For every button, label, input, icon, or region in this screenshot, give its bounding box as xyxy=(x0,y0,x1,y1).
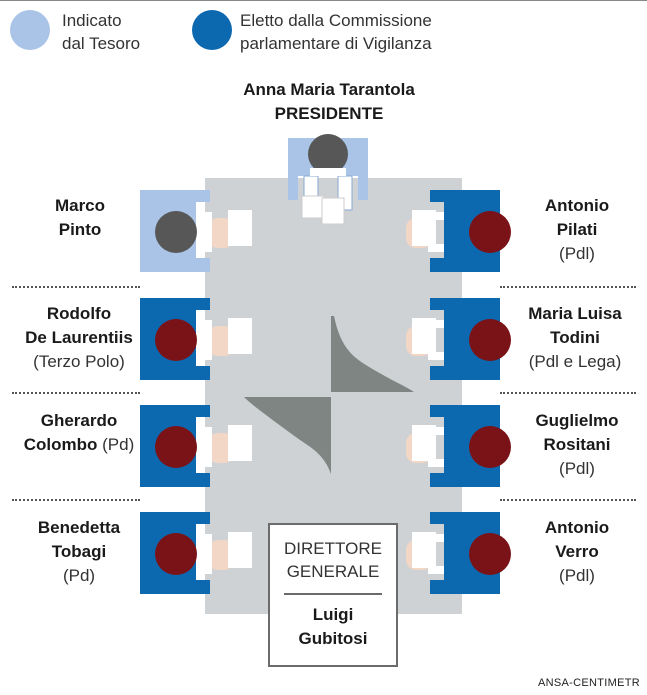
director-name-line2: Gubitosi xyxy=(298,629,368,648)
member-right-3-line1: Guglielmo xyxy=(535,411,619,430)
seat-papers xyxy=(228,210,252,246)
director-title-line1: DIRETTORE xyxy=(284,539,382,558)
seat-head xyxy=(155,533,197,575)
seat-head xyxy=(155,319,197,361)
seat-papers xyxy=(228,318,252,354)
legend-commission-line2: parlamentare di Vigilanza xyxy=(240,34,432,53)
member-right-4-party: (Pdl) xyxy=(559,566,595,585)
seat-head xyxy=(469,533,511,575)
seat-right-4 xyxy=(406,512,511,594)
member-left-2-line2: De Laurentiis xyxy=(25,328,133,347)
director-title-line2: GENERALE xyxy=(286,562,380,581)
member-right-2-line1: Maria Luisa xyxy=(528,304,622,323)
member-left-3-line2-row: Colombo (Pd) xyxy=(12,433,146,457)
member-left-1-label: Marco Pinto xyxy=(20,194,140,242)
member-left-4-line2: Tobagi xyxy=(51,542,107,561)
legend-commission-label: Eletto dalla Commissione parlamentare di… xyxy=(240,9,432,55)
member-right-1-line2: Pilati xyxy=(556,220,598,239)
separator-right-3 xyxy=(500,499,636,501)
seat-arm xyxy=(208,326,234,356)
director-title: DIRETTORE GENERALE xyxy=(270,537,396,583)
seat-right-3 xyxy=(406,405,511,487)
director-name-line1: Luigi xyxy=(312,605,354,624)
seat-papers xyxy=(228,532,252,568)
logo-lower-shape xyxy=(244,397,331,474)
member-left-3-line1: Gherardo xyxy=(40,411,118,430)
member-left-2-label: Rodolfo De Laurentiis (Terzo Polo) xyxy=(12,302,146,374)
member-right-4-label: Antonio Verro (Pdl) xyxy=(512,516,642,588)
seat-collar xyxy=(428,320,444,360)
member-right-4-line2: Verro xyxy=(555,542,599,561)
seat-head xyxy=(469,426,511,468)
seat-collar xyxy=(428,534,444,574)
director-name: Luigi Gubitosi xyxy=(270,603,396,651)
member-left-4-label: Benedetta Tobagi (Pd) xyxy=(12,516,146,588)
seat-head xyxy=(155,211,197,253)
logo-upper-shape xyxy=(331,316,414,392)
member-right-2-line2: Todini xyxy=(550,328,600,347)
separator-right-2 xyxy=(500,392,636,394)
member-right-3-party: (Pdl) xyxy=(559,459,595,478)
seat-arm xyxy=(208,433,234,463)
seat-left-1 xyxy=(140,190,252,272)
member-right-2-label: Maria Luisa Todini (Pdl e Lega) xyxy=(506,302,644,374)
credit-label: ANSA-CENTIMETR xyxy=(538,677,640,689)
president-role: PRESIDENTE xyxy=(274,104,384,123)
director-divider xyxy=(284,593,382,595)
member-left-3-party: (Pd) xyxy=(102,435,135,454)
member-left-4-line1: Benedetta xyxy=(37,518,121,537)
seat-arm xyxy=(208,218,234,248)
seat-collar xyxy=(428,212,444,252)
separator-left-2 xyxy=(12,392,140,394)
member-right-3-label: Guglielmo Rositani (Pdl) xyxy=(512,409,642,481)
separator-right-1 xyxy=(500,286,636,288)
president-head xyxy=(308,134,348,174)
seat-collar xyxy=(428,427,444,467)
seat-papers xyxy=(228,425,252,461)
seat-head xyxy=(155,426,197,468)
seat-arm xyxy=(208,540,234,570)
seat-collar xyxy=(196,212,212,252)
seat-head xyxy=(469,211,511,253)
legend-treasury-line2: dal Tesoro xyxy=(62,34,141,53)
table-logo xyxy=(244,316,414,474)
president-label: Anna Maria Tarantola PRESIDENTE xyxy=(200,78,458,126)
member-right-3-line2: Rositani xyxy=(543,435,611,454)
member-left-3-label: Gherardo Colombo (Pd) xyxy=(12,409,146,457)
legend-commission-dot xyxy=(192,10,232,50)
member-right-1-label: Antonio Pilati (Pdl) xyxy=(512,194,642,266)
top-rule xyxy=(0,0,647,1)
president-collar xyxy=(310,168,346,176)
president-name: Anna Maria Tarantola xyxy=(243,80,415,99)
seat-right-1 xyxy=(406,190,511,272)
seat-left-2 xyxy=(140,298,252,380)
seat-collar xyxy=(196,320,212,360)
seat-head xyxy=(469,319,511,361)
seat-collar xyxy=(196,534,212,574)
member-right-2-party: (Pdl e Lega) xyxy=(528,352,622,371)
member-right-1-line1: Antonio xyxy=(544,196,610,215)
legend-treasury-dot xyxy=(10,10,50,50)
seat-right-2 xyxy=(406,298,511,380)
legend-treasury-label: Indicato dal Tesoro xyxy=(62,9,140,55)
seat-collar xyxy=(196,427,212,467)
seat-left-3 xyxy=(140,405,252,487)
member-right-1-party: (Pdl) xyxy=(559,244,595,263)
president-papers-right xyxy=(321,197,345,225)
legend-treasury-line1: Indicato xyxy=(62,11,122,30)
member-left-1-line2: Pinto xyxy=(58,220,102,239)
legend-commission-line1: Eletto dalla Commissione xyxy=(240,11,432,30)
member-left-2-party: (Terzo Polo) xyxy=(33,352,125,371)
seat-left-4 xyxy=(140,512,252,594)
member-left-4-party: (Pd) xyxy=(62,566,96,585)
member-left-3-line2: Colombo xyxy=(23,435,98,454)
separator-left-3 xyxy=(12,499,140,501)
president-papers-left xyxy=(301,195,325,219)
director-general-box: DIRETTORE GENERALE Luigi Gubitosi xyxy=(268,523,398,667)
member-right-4-line1: Antonio xyxy=(544,518,610,537)
president-seat xyxy=(288,134,368,225)
member-left-1-line1: Marco xyxy=(54,196,106,215)
separator-left-1 xyxy=(12,286,140,288)
member-left-2-line1: Rodolfo xyxy=(46,304,112,323)
